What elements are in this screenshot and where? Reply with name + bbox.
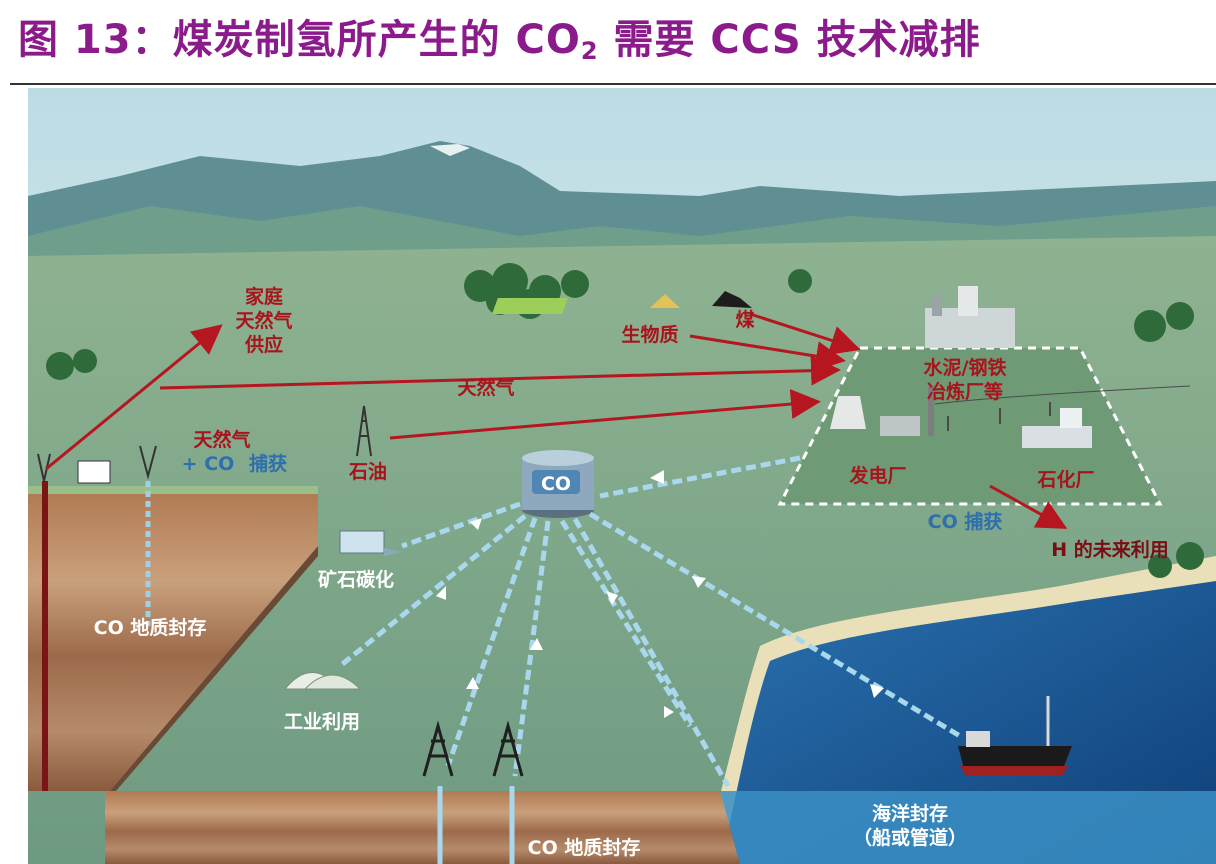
left-cross-section	[28, 491, 318, 791]
label-h2-future: H 的未来利用	[1051, 538, 1169, 561]
oil-derrick	[356, 405, 372, 457]
label-household-line1: 家庭	[245, 285, 283, 308]
biomass-field	[492, 298, 568, 314]
co2-pipelines	[338, 455, 962, 788]
label-ocean-line1: 海洋封存	[872, 802, 948, 825]
label-gas-capture-line1: 天然气	[193, 428, 250, 451]
gas-well-left	[37, 445, 157, 791]
label-gas-capture-line2: + CO	[182, 453, 235, 475]
label-household-line3: 供应	[244, 333, 283, 356]
petrochem-plant	[1022, 408, 1092, 448]
power-plant	[830, 386, 934, 436]
label-coal: 煤	[735, 309, 754, 331]
label-gas-capture-line3: 捕获	[249, 452, 287, 475]
label-cement-steel-line2: 冶炼厂等	[927, 380, 1003, 403]
cement-steel-plant	[925, 286, 1015, 348]
label-cement-steel-line1: 水泥/钢铁	[924, 356, 1007, 379]
label-ocean-line2: （船或管道）	[853, 826, 967, 849]
label-natural-gas: 天然气	[457, 376, 514, 399]
label-geo-storage-left: CO 地质封存	[94, 616, 207, 639]
industrial-use-greenhouse	[283, 672, 362, 690]
power-lines	[934, 385, 1191, 431]
label-mineral-carbonation: 矿石碳化	[318, 568, 394, 591]
label-biomass: 生物质	[621, 323, 678, 346]
co2-tanker-ship	[958, 696, 1072, 776]
storage-derricks	[422, 720, 524, 864]
red-flow-arrows	[45, 312, 1068, 529]
label-petrochem: 石化厂	[1036, 468, 1094, 491]
label-oil: 石油	[348, 461, 387, 483]
label-power-plant: 发电厂	[848, 464, 906, 487]
label-geo-storage-bottom: CO 地质封存	[528, 836, 641, 859]
co2-hub-tank	[522, 450, 594, 518]
mineral-carbonation-plant	[339, 530, 402, 556]
bottom-cross-section	[105, 791, 740, 864]
label-co2-capture: CO 捕获	[928, 510, 1003, 533]
pipeline-arrowheads	[436, 470, 884, 718]
label-household-line2: 天然气	[235, 309, 292, 332]
ccs-illustration: 家庭 天然气 供应 天然气 天然气 + CO 捕获 石油 生物质 煤 水泥/钢铁…	[0, 86, 1216, 864]
figure-title: 图 13：煤炭制氢所产生的 CO2 需要 CCS 技术减排	[18, 17, 981, 65]
label-co2-hub: CO	[541, 473, 571, 495]
label-industrial-use: 工业利用	[284, 711, 360, 733]
title-divider	[10, 83, 1216, 85]
coal-pile	[712, 291, 752, 308]
